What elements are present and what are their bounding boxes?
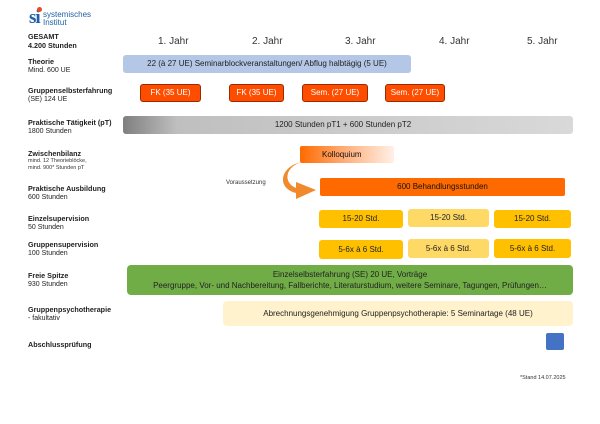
logo-line1: systemisches: [43, 10, 92, 19]
es-bar-2: 15-20 Std.: [408, 209, 489, 227]
row-sub: 50 Stunden: [28, 224, 64, 231]
row-label-freie-spitze: Freie Spitze 930 Stunden: [28, 271, 128, 289]
gs-bar-2: 5-6x à 6 Std.: [408, 239, 489, 258]
row-label-abschlusspruefung: Abschlussprüfung: [28, 340, 128, 349]
year-1: 1. Jahr: [158, 36, 189, 47]
row-title: GESAMT: [28, 32, 59, 41]
kolloquium-bar: Kolloquium: [300, 146, 394, 163]
row-label-gruppensupervision: Gruppensupervision 100 Stunden: [28, 240, 128, 258]
footnote: *Stand 14.07.2025: [520, 375, 566, 381]
row-sub: mind. 12 Theorieblöcke,: [28, 158, 87, 164]
gs-bar-1: 5-6x à 6 Std.: [319, 240, 403, 259]
freie-spitze-bar: Einzelselbsterfahrung (SE) 20 UE, Vorträ…: [127, 265, 573, 295]
row-sub: 4.200 Stunden: [28, 41, 77, 50]
voraussetzung-label: Voraussetzung: [226, 180, 266, 186]
row-label-theorie: Theorie Mind. 600 UE: [28, 57, 128, 75]
year-2: 2. Jahr: [252, 36, 283, 47]
gs-bar-3: 5-6x à 6 Std.: [494, 239, 571, 258]
se-bar-2: FK (35 UE): [229, 84, 284, 102]
curved-arrow-icon: [283, 162, 316, 199]
row-title: Praktische Ausbildung: [28, 184, 106, 193]
se-bar-4: Sem. (27 UE): [385, 84, 445, 102]
row-title: Freie Spitze: [28, 271, 69, 280]
freie-spitze-line2: Peergruppe, Vor- und Nachbereitung, Fall…: [153, 281, 547, 290]
row-sub: (SE) 124 UE: [28, 96, 68, 103]
row-label-zwischenbilanz: Zwischenbilanz mind. 12 Theorieblöcke, m…: [28, 149, 128, 172]
theorie-bar: 22 (à 27 UE) Seminarblockveranstaltungen…: [123, 55, 411, 73]
logo: si systemisches Institut: [29, 7, 139, 30]
row-label-praktische-ausbildung: Praktische Ausbildung 600 Stunden: [28, 184, 128, 202]
row-title: Gruppenselbsterfahrung: [28, 86, 113, 95]
logo-dot-icon: [37, 7, 42, 12]
row-title: Einzelsupervision: [28, 214, 90, 223]
row-sub: Mind. 600 UE: [28, 67, 71, 74]
row-title: Theorie: [28, 57, 54, 66]
pt-bar: 1200 Stunden pT1 + 600 Stunden pT2: [123, 116, 573, 134]
year-5: 5. Jahr: [527, 36, 558, 47]
es-bar-1: 15-20 Std.: [319, 210, 403, 228]
logo-mark: si: [29, 7, 41, 28]
row-sub: 1800 Stunden: [28, 128, 72, 135]
row-title: Gruppenpsychotherapie: [28, 305, 112, 314]
se-bar-1: FK (35 UE): [140, 84, 201, 102]
row-sub: 930 Stunden: [28, 281, 68, 288]
row-title: Gruppensupervision: [28, 240, 99, 249]
row-label-einzelsupervision: Einzelsupervision 50 Stunden: [28, 214, 128, 232]
row-sub: - fakultativ: [28, 315, 60, 322]
year-3: 3. Jahr: [345, 36, 376, 47]
row-title: Zwischenbilanz: [28, 149, 82, 158]
row-sub: 600 Stunden: [28, 194, 68, 201]
row-title: Praktische Tätigkeit (pT): [28, 118, 112, 127]
row-title: Abschlussprüfung: [28, 340, 92, 349]
year-4: 4. Jahr: [439, 36, 470, 47]
es-bar-3: 15-20 Std.: [494, 210, 571, 228]
row-label-se: Gruppenselbsterfahrung (SE) 124 UE: [28, 86, 128, 104]
pa-bar: 600 Behandlungsstunden: [320, 178, 565, 196]
row-sub: mind. 900* Stunden pT: [28, 165, 85, 171]
abschlusspruefung-marker: [546, 333, 564, 350]
row-sub: 100 Stunden: [28, 250, 68, 257]
freie-spitze-line1: Einzelselbsterfahrung (SE) 20 UE, Vorträ…: [272, 270, 428, 279]
gpt-bar: Abrechnungsgenehmigung Gruppenpsychother…: [223, 301, 573, 326]
row-label-gruppenpsychotherapie: Gruppenpsychotherapie - fakultativ: [28, 305, 128, 323]
se-bar-3: Sem. (27 UE): [302, 84, 368, 102]
logo-line2: Institut: [43, 18, 67, 27]
row-label-gesamt: GESAMT 4.200 Stunden: [28, 32, 128, 50]
row-label-pt: Praktische Tätigkeit (pT) 1800 Stunden: [28, 118, 128, 136]
